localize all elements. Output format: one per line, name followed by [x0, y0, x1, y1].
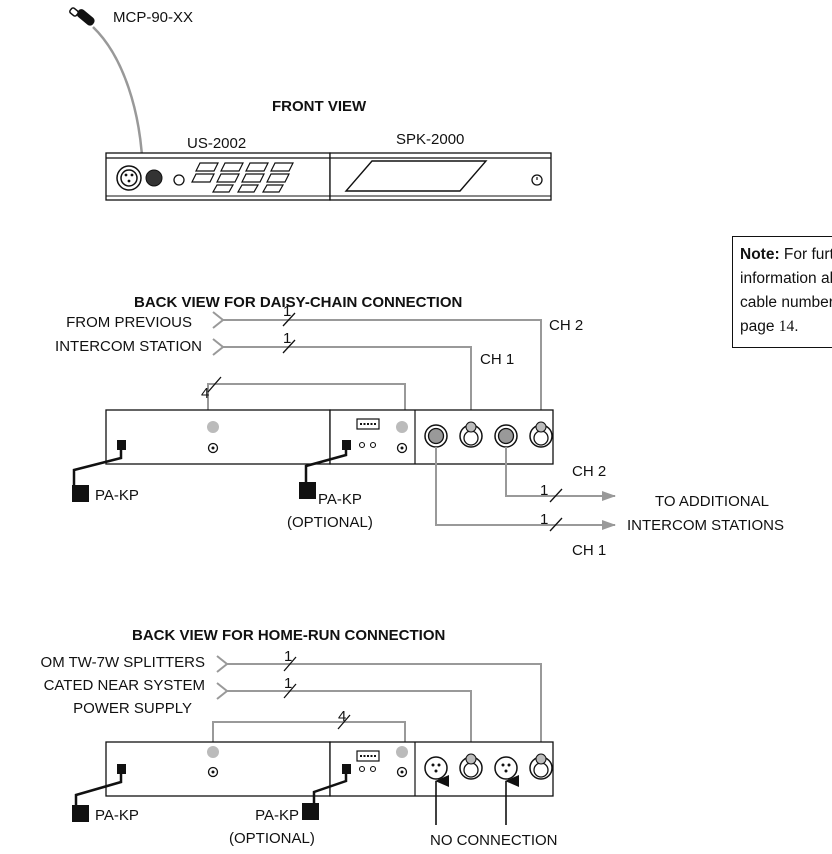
- homerun-xlr-connectors: [424, 753, 553, 780]
- homerun-count-top: 1: [284, 648, 292, 665]
- us-2002-label: US-2002: [187, 135, 246, 152]
- daisy-pa-kp-optional-box: [299, 482, 316, 499]
- homerun-from-line3: POWER SUPPLY: [73, 700, 192, 717]
- home-run-view: BACK VIEW FOR HOME-RUN CONNECTION OM TW-…: [41, 627, 558, 849]
- microphone-icon: [69, 7, 95, 26]
- daisy-ch2-label: CH 2: [549, 317, 583, 334]
- daisy-pa-kp-optional-line2: (OPTIONAL): [287, 514, 373, 531]
- homerun-input-cables: [212, 655, 542, 752]
- daisy-count-mid: 1: [283, 330, 291, 347]
- mic-label: MCP-90-XX: [113, 9, 193, 26]
- note-text-1: For furth: [783, 246, 832, 263]
- note-box: Note: For furth information abo cable nu…: [732, 236, 832, 348]
- daisy-rj-plug: [117, 440, 126, 450]
- mic-xlr-connector: [116, 165, 142, 191]
- homerun-pa-kp-label: PA-KP: [95, 807, 139, 824]
- daisy-db9-connector: [356, 418, 380, 430]
- daisy-out-ch2-label: CH 2: [572, 463, 606, 480]
- homerun-pa-kp-cords: [74, 774, 348, 810]
- homerun-pa-kp-optional-box: [302, 803, 319, 820]
- daisy-from-line1: FROM PREVIOUS: [66, 314, 192, 331]
- note-line2: information abo: [740, 270, 832, 287]
- daisy-rj-plug-optional: [342, 440, 351, 450]
- daisy-pa-kp-label: PA-KP: [95, 487, 139, 504]
- homerun-pa-kp-box: [72, 805, 89, 822]
- mic-plug: [145, 169, 163, 187]
- homerun-db9-connector: [356, 750, 380, 762]
- daisy-to-line2: INTERCOM STATIONS: [627, 517, 784, 534]
- daisy-title: BACK VIEW FOR DAISY-CHAIN CONNECTION: [134, 294, 462, 311]
- homerun-us-plug: [207, 746, 219, 758]
- homerun-title: BACK VIEW FOR HOME-RUN CONNECTION: [132, 627, 445, 644]
- volume-knob-icon: [173, 174, 185, 186]
- keypad-keys: [191, 162, 294, 193]
- homerun-spk-plug: [396, 746, 408, 758]
- daisy-out-ch1-label: CH 1: [572, 542, 606, 559]
- daisy-us-back-panel: [105, 409, 331, 465]
- daisy-to-line1: TO ADDITIONAL: [655, 493, 769, 510]
- daisy-out-count-a: 1: [540, 482, 548, 499]
- daisy-count-four: 4: [201, 385, 209, 402]
- front-view: MCP-90-XX FRONT VIEW US-2002 SPK-2000: [69, 7, 552, 201]
- daisy-ch1-label: CH 1: [480, 351, 514, 368]
- note-line1: Note: For furth: [740, 243, 832, 267]
- homerun-pa-kp-optional-line1: PA-KP: [255, 807, 299, 824]
- speaker-grille: [344, 160, 488, 192]
- homerun-count-four: 4: [338, 708, 346, 725]
- daisy-from-line2: INTERCOM STATION: [55, 338, 202, 355]
- daisy-chain-view: BACK VIEW FOR DAISY-CHAIN CONNECTION FRO…: [55, 294, 784, 559]
- note-line4: page 14.: [740, 315, 832, 339]
- homerun-pa-kp-optional-line2: (OPTIONAL): [229, 830, 315, 847]
- note-page-suffix: .: [794, 318, 799, 335]
- daisy-xlr-connectors: [424, 421, 553, 448]
- homerun-count-mid: 1: [284, 675, 292, 692]
- note-page-prefix: page: [740, 318, 779, 335]
- daisy-pa-kp-optional-line1: PA-KP: [318, 491, 362, 508]
- homerun-from-line2: CATED NEAR SYSTEM: [44, 677, 205, 694]
- homerun-rj-plug-optional: [342, 764, 351, 774]
- daisy-spk-plug: [396, 421, 408, 433]
- spk-2000-label: SPK-2000: [396, 131, 464, 148]
- front-view-title: FRONT VIEW: [272, 98, 367, 115]
- daisy-pa-kp-cords: [72, 450, 348, 492]
- daisy-us-plug: [207, 421, 219, 433]
- homerun-from-line1: OM TW-7W SPLITTERS: [41, 654, 205, 671]
- daisy-pa-kp-box: [72, 485, 89, 502]
- daisy-out-count-b: 1: [540, 511, 548, 528]
- homerun-rj-plug: [117, 764, 126, 774]
- no-connection-arrows: [435, 775, 519, 825]
- daisy-input-cables: [207, 311, 542, 422]
- note-line3: cable numbers: [740, 294, 832, 311]
- note-label: Note:: [740, 246, 780, 263]
- daisy-count-top: 1: [283, 303, 291, 320]
- note-page-number[interactable]: 14: [778, 318, 795, 335]
- no-connection-label: NO CONNECTION: [430, 832, 558, 849]
